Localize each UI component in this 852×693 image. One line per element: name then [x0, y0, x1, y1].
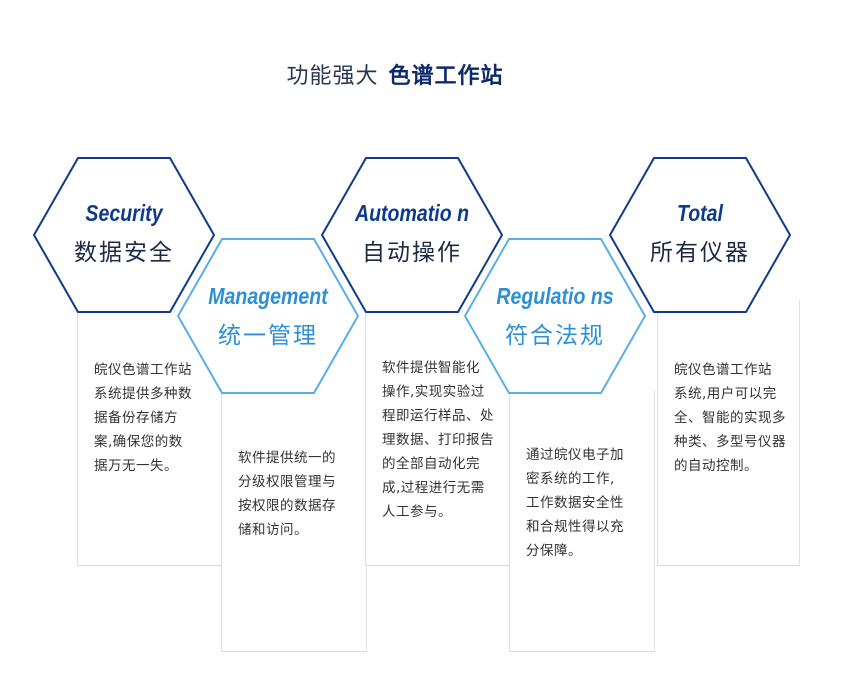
- feature-title-cn: 符合法规: [505, 323, 605, 349]
- feature-title-en: Automatio n: [354, 200, 470, 226]
- page-title: 功能强大色谱工作站: [0, 58, 790, 90]
- hexagon-total: [608, 157, 792, 313]
- feature-card-total: 皖仪色谱工作站 系统,用户可以完 全、智能的实现多 种类、多型号仪器 的自动控制…: [657, 300, 800, 566]
- feature-title-en: Security: [85, 200, 163, 226]
- hex-label-total: Total 所有仪器: [609, 200, 791, 267]
- hexagon-management: [176, 238, 360, 394]
- hexagon-security: [32, 157, 216, 313]
- hex-label-security: Security 数据安全: [33, 200, 215, 267]
- hexagon-automation: [320, 157, 504, 313]
- hex-label-management: Management 统一管理: [177, 283, 359, 350]
- title-strong: 色谱工作站: [388, 64, 504, 89]
- feature-title-en: Management: [208, 283, 328, 309]
- hexagon-regulations: [463, 238, 647, 394]
- feature-desc: 皖仪色谱工作站 系统提供多种数 据备份存储方 案,确保您的数 据万无一失。: [94, 362, 192, 474]
- feature-title-cn: 统一管理: [218, 323, 318, 349]
- feature-title-en: Regulatio ns: [496, 283, 614, 309]
- hex-label-automation: Automatio n 自动操作: [321, 200, 503, 267]
- feature-desc: 皖仪色谱工作站 系统,用户可以完 全、智能的实现多 种类、多型号仪器 的自动控制…: [674, 362, 786, 474]
- feature-desc: 软件提供统一的 分级权限管理与 按权限的数据存 储和访问。: [238, 450, 336, 538]
- feature-title-cn: 自动操作: [362, 240, 462, 266]
- title-normal: 功能强大: [286, 64, 379, 89]
- feature-desc: 通过皖仪电子加 密系统的工作, 工作数据安全性 和合规性得以充 分保障。: [526, 447, 624, 559]
- feature-desc: 软件提供智能化 操作,实现实验过 程即运行样品、处 理数据、打印报告 的全部自动…: [382, 360, 494, 520]
- feature-title-cn: 所有仪器: [650, 240, 750, 266]
- feature-card-automation: 软件提供智能化 操作,实现实验过 程即运行样品、处 理数据、打印报告 的全部自动…: [365, 300, 511, 566]
- feature-title-en: Total: [677, 200, 723, 226]
- feature-title-cn: 数据安全: [74, 240, 174, 266]
- feature-card-regulations: 通过皖仪电子加 密系统的工作, 工作数据安全性 和合规性得以充 分保障。: [509, 390, 655, 652]
- feature-card-management: 软件提供统一的 分级权限管理与 按权限的数据存 储和访问。: [221, 390, 367, 652]
- hex-label-regulations: Regulatio ns 符合法规: [464, 283, 646, 350]
